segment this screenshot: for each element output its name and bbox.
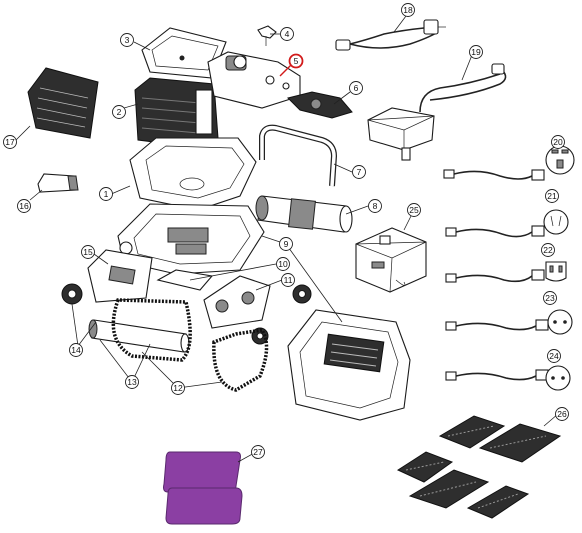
callout-12: 12	[171, 381, 185, 395]
callout-18: 18	[401, 3, 415, 17]
svg-text:1: 1	[104, 189, 109, 199]
part-power-cable	[335, 19, 446, 51]
svg-text:13: 13	[127, 377, 137, 387]
part-side-plate-left	[87, 249, 153, 303]
svg-text:3: 3	[125, 35, 130, 45]
callout-11: 11	[281, 273, 295, 287]
part-cord-21	[445, 209, 569, 238]
callout-3: 3	[120, 33, 134, 47]
part-small-block	[37, 173, 79, 193]
part-control-box	[355, 227, 427, 293]
callout-27: 27	[251, 445, 265, 459]
callout-14: 14	[69, 343, 83, 357]
part-cord-23	[445, 309, 573, 335]
svg-text:19: 19	[471, 47, 481, 57]
callout-6: 6	[349, 81, 363, 95]
svg-text:14: 14	[71, 345, 81, 355]
svg-text:4: 4	[285, 29, 290, 39]
callout-15: 15	[81, 245, 95, 259]
svg-text:2: 2	[117, 107, 122, 117]
part-drive-belt-left	[111, 298, 192, 362]
part-roller	[255, 195, 353, 233]
part-handle	[259, 124, 338, 187]
callout-25: 25	[407, 203, 421, 217]
callouts: 1 2 3 4 5 6 7 8 9 10 11 12 13 14 15	[3, 3, 569, 459]
callout-26: 26	[555, 407, 569, 421]
part-wheel-right	[292, 284, 312, 304]
svg-text:17: 17	[5, 137, 15, 147]
svg-text:25: 25	[409, 205, 419, 215]
svg-text:23: 23	[545, 293, 555, 303]
part-brush-strips	[396, 415, 562, 519]
callout-7: 7	[352, 165, 366, 179]
callout-21: 21	[545, 189, 559, 203]
svg-text:9: 9	[284, 239, 289, 249]
part-wheel-left	[61, 283, 83, 305]
svg-text:26: 26	[557, 409, 567, 419]
part-clip	[257, 25, 277, 46]
svg-text:5: 5	[294, 56, 299, 66]
part-side-plate-right	[203, 275, 271, 329]
svg-text:24: 24	[549, 351, 559, 361]
callout-19: 19	[469, 45, 483, 59]
part-top-lid	[141, 27, 227, 79]
part-power-supply	[367, 63, 507, 161]
svg-text:21: 21	[547, 191, 557, 201]
callout-24: 24	[547, 349, 561, 363]
callout-13: 13	[125, 375, 139, 389]
callout-9: 9	[279, 237, 293, 251]
part-filter-pads	[163, 451, 243, 525]
svg-text:20: 20	[553, 137, 563, 147]
svg-text:18: 18	[403, 5, 413, 15]
part-chassis	[117, 203, 265, 275]
svg-text:16: 16	[19, 201, 29, 211]
part-filter-basket	[134, 77, 219, 149]
callout-5: 5	[288, 53, 304, 69]
callout-16: 16	[17, 199, 31, 213]
svg-text:22: 22	[543, 245, 553, 255]
part-cord-24	[445, 365, 571, 391]
svg-text:10: 10	[278, 259, 288, 269]
svg-text:11: 11	[284, 275, 293, 285]
part-pump-motor	[207, 51, 301, 109]
svg-text:7: 7	[357, 167, 362, 177]
svg-text:27: 27	[253, 447, 263, 457]
callout-1: 1	[99, 187, 113, 201]
callout-8: 8	[368, 199, 382, 213]
svg-text:6: 6	[354, 83, 359, 93]
part-cord-20	[443, 145, 575, 181]
part-plate	[156, 269, 214, 291]
part-cord-22	[445, 261, 567, 283]
callout-4: 4	[280, 27, 294, 41]
callout-10: 10	[276, 257, 290, 271]
callout-2: 2	[112, 105, 126, 119]
svg-text:15: 15	[83, 247, 93, 257]
part-swivel-bracket	[287, 91, 353, 119]
part-bottom-base	[287, 309, 411, 421]
svg-text:12: 12	[173, 383, 183, 393]
svg-text:8: 8	[373, 201, 378, 211]
part-grille-panel	[27, 67, 99, 139]
callout-23: 23	[543, 291, 557, 305]
callout-17: 17	[3, 135, 17, 149]
callout-20: 20	[551, 135, 565, 149]
part-brush-roller	[88, 319, 190, 353]
part-drive-belt-right	[212, 328, 269, 392]
callout-22: 22	[541, 243, 555, 257]
part-top-shell	[129, 137, 257, 211]
